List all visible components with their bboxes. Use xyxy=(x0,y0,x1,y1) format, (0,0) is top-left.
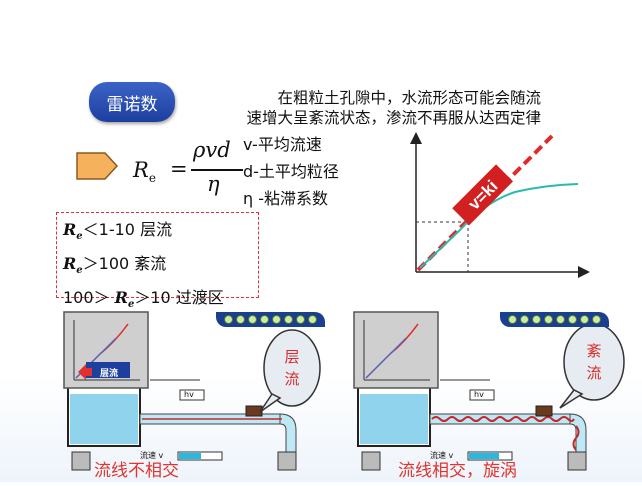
inset-graph-box xyxy=(353,311,439,389)
velocity-gradient-graph: v=ki xyxy=(410,132,590,278)
intro-line-2: 速增大呈紊流状态，渗流不再服从达西定律 xyxy=(246,109,541,127)
weight-left xyxy=(71,451,91,471)
valve xyxy=(245,405,263,417)
title-badge: 雷诺数 xyxy=(89,82,175,122)
hv-label: hv xyxy=(474,390,484,399)
turbulent-flow-panel: 流速 v hv 紊 流 流线相交，旋涡 xyxy=(350,302,640,482)
laminar-apparatus xyxy=(63,311,321,471)
weight-right xyxy=(567,451,587,471)
intro-text: 在粗粒土孔隙中，水流形态可能会随流 速增大呈紊流状态，渗流不再服从达西定律 xyxy=(196,88,541,128)
title-text: 雷诺数 xyxy=(106,94,158,115)
caption: 流线相交，旋涡 xyxy=(398,461,517,481)
reynolds-ranges-box: Re＜1-10 层流 Re＞100 紊流 100＞ Re＞10 过渡区 xyxy=(56,212,259,311)
pipe-bend xyxy=(279,413,297,453)
laminar-flow-panel: 层流 流速 v hv 层 流 流线不相交 xyxy=(60,302,350,482)
bubble xyxy=(263,329,321,407)
variable-eta: η -粘滞系数 xyxy=(243,189,329,208)
turbulent-streak xyxy=(431,416,575,422)
tank-water xyxy=(70,394,138,444)
formula-equals: = xyxy=(170,157,188,181)
variable-v: v-平均流速 xyxy=(243,135,322,154)
scale-indicator xyxy=(500,312,609,327)
hv-label: hv xyxy=(184,390,194,399)
caption: 流线不相交 xyxy=(94,461,179,481)
weight-left xyxy=(361,451,381,471)
speed-label: 流速 v xyxy=(140,451,164,460)
turbulent-apparatus xyxy=(353,311,625,471)
valve xyxy=(535,405,553,417)
pointer-arrow-icon xyxy=(76,152,119,180)
variable-definitions: v-平均流速 d-土平均粒径 η -粘滞系数 xyxy=(243,131,339,212)
range-turbulent: Re＞100 紊流 xyxy=(63,254,167,277)
formula-lhs: Re xyxy=(133,158,156,186)
intro-line-1: 在粗粒土孔隙中，水流形态可能会随流 xyxy=(277,89,541,107)
tank-water xyxy=(360,394,428,444)
range-laminar: Re＜1-10 层流 xyxy=(63,220,173,243)
bubble-text: 紊 流 xyxy=(586,342,602,382)
weight-right xyxy=(277,451,297,471)
line-label-badge: v=ki xyxy=(452,164,514,226)
flow-arrow-icon xyxy=(78,364,92,380)
actual-curve xyxy=(419,183,579,269)
fraction-bar xyxy=(191,169,243,171)
range-transition: 100＞ Re＞10 过渡区 xyxy=(63,288,224,311)
flow-label-bg xyxy=(86,362,130,378)
scale-indicator xyxy=(216,312,325,327)
formula-denominator: η xyxy=(207,172,220,196)
reynolds-formula: Re = ρvd η xyxy=(133,132,243,204)
bubble-text: 层 流 xyxy=(284,348,300,388)
formula-numerator: ρvd xyxy=(193,138,231,162)
flow-label: 层流 xyxy=(100,369,119,379)
variable-d: d-土平均粒径 xyxy=(243,162,339,181)
speed-label: 流速 v xyxy=(430,451,454,460)
